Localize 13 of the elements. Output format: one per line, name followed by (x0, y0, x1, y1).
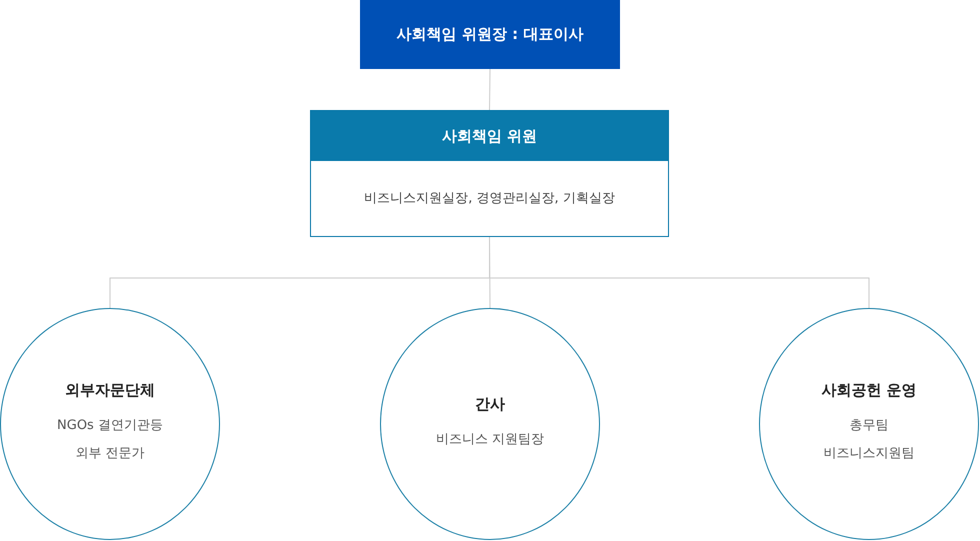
connector-line (489, 68, 490, 110)
member-list: 비즈니스지원실장, 경영관리실장, 기획실장 (311, 161, 668, 237)
circle-detail: NGOs 결연기관등 (57, 416, 163, 434)
circle-title: 간사 (475, 394, 505, 414)
chair-box: 사회책임 위원장 : 대표이사 (360, 0, 620, 69)
circle-detail: 비즈니스 지원팀장 (436, 430, 544, 448)
circle-detail: 외부 전문가 (75, 444, 145, 462)
circle-title: 외부자문단체 (65, 380, 155, 400)
circle-title: 사회공헌 운영 (821, 380, 917, 400)
committee-box (310, 110, 669, 237)
circle-detail: 총무팀 (850, 416, 888, 434)
box-header: 사회책임 위원 (311, 111, 668, 161)
circle-detail: 비즈니스지원팀 (824, 444, 914, 462)
